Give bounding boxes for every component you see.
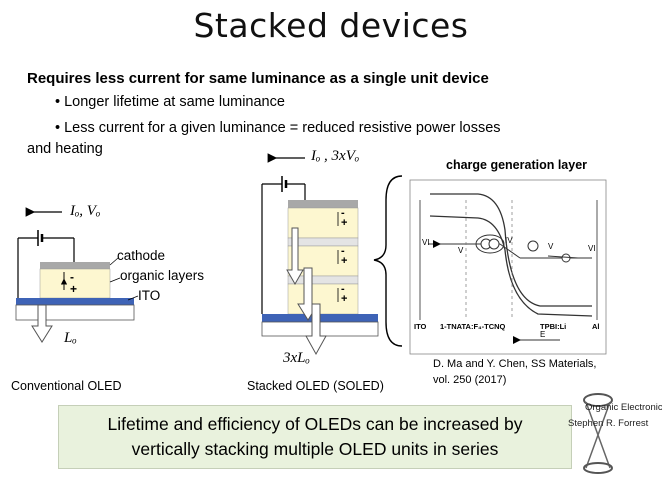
conventional-oled-caption: Conventional OLED — [11, 379, 122, 393]
band-label-v-right: V — [548, 242, 554, 251]
bullet-current: • Less current for a given luminance = r… — [55, 120, 501, 136]
plus-sign: + — [70, 282, 78, 296]
light-output-arrow — [286, 227, 304, 286]
minus-sign: - — [70, 270, 74, 284]
band-diagram-figure — [409, 179, 607, 355]
conclusion-line-1: Lifetime and efficiency of OLEDs can be … — [107, 414, 523, 434]
stacked-current-label: Iₒ , 3xVₒ — [311, 148, 360, 164]
logo-line-1: Organic Electronics — [585, 402, 662, 413]
conventional-current-label: Iₒ, Vₒ — [70, 203, 101, 219]
conclusion-box: Lifetime and efficiency of OLEDs can be … — [58, 405, 572, 469]
band-label-tpbi: TPBI:Li — [540, 322, 567, 331]
cathode-label: cathode — [117, 248, 166, 263]
reference-line-2: vol. 250 (2017) — [433, 374, 507, 386]
band-label-vi-left: VI — [422, 238, 430, 247]
bullet-current-continuation: and heating — [27, 141, 103, 157]
organic-layer — [39, 268, 111, 299]
band-label-vi-right: VI — [588, 244, 596, 253]
top-cathode-layer — [288, 200, 358, 208]
stacked-oled-caption: Stacked OLED (SOLED) — [247, 379, 384, 393]
logo-line-2: Stephen R. Forrest — [568, 418, 649, 429]
charge-symbols-unit-1: -+ — [341, 207, 348, 229]
organic-unit-1 — [287, 207, 359, 239]
light-output-arrow — [31, 304, 53, 343]
organic-layers-label: organic layers — [120, 268, 205, 283]
conclusion-line-2: vertically stacking multiple OLED units … — [131, 439, 499, 459]
stacked-oled-diagram — [261, 153, 379, 356]
cathode-layer — [40, 262, 110, 269]
ito-label: ITO — [138, 288, 161, 303]
band-label-al: Al — [592, 322, 600, 331]
band-label-v-left: V — [458, 246, 464, 255]
cgl-heading: charge generation layer — [446, 158, 588, 172]
charge-symbols-unit-2: -+ — [341, 245, 348, 267]
bullet-lifetime: • Longer lifetime at same luminance — [55, 94, 285, 110]
light-output-arrow — [305, 303, 327, 356]
substrate-layer — [15, 304, 135, 321]
organic-electronics-logo — [583, 393, 613, 474]
charge-symbols-unit-3: -+ — [341, 283, 348, 305]
organic-unit-3 — [287, 283, 359, 315]
band-label-e: E — [540, 330, 546, 339]
conventional-luminance-label: Lₒ — [64, 330, 77, 346]
reference-line-1: D. Ma and Y. Chen, SS Materials, — [433, 358, 597, 370]
ito-layer — [16, 298, 134, 305]
band-label-iv: IV — [505, 236, 513, 245]
slide-subtitle: Requires less current for same luminance… — [27, 70, 489, 87]
stacked-luminance-label: 3xLₒ — [283, 350, 310, 366]
conventional-oled-diagram — [15, 207, 139, 343]
band-label-ito: ITO — [414, 322, 427, 331]
grouping-brace — [373, 175, 403, 347]
slide-title: Stacked devices — [193, 6, 469, 45]
band-label-tnata: 1-TNATA:F₄-TCNQ — [440, 322, 506, 331]
